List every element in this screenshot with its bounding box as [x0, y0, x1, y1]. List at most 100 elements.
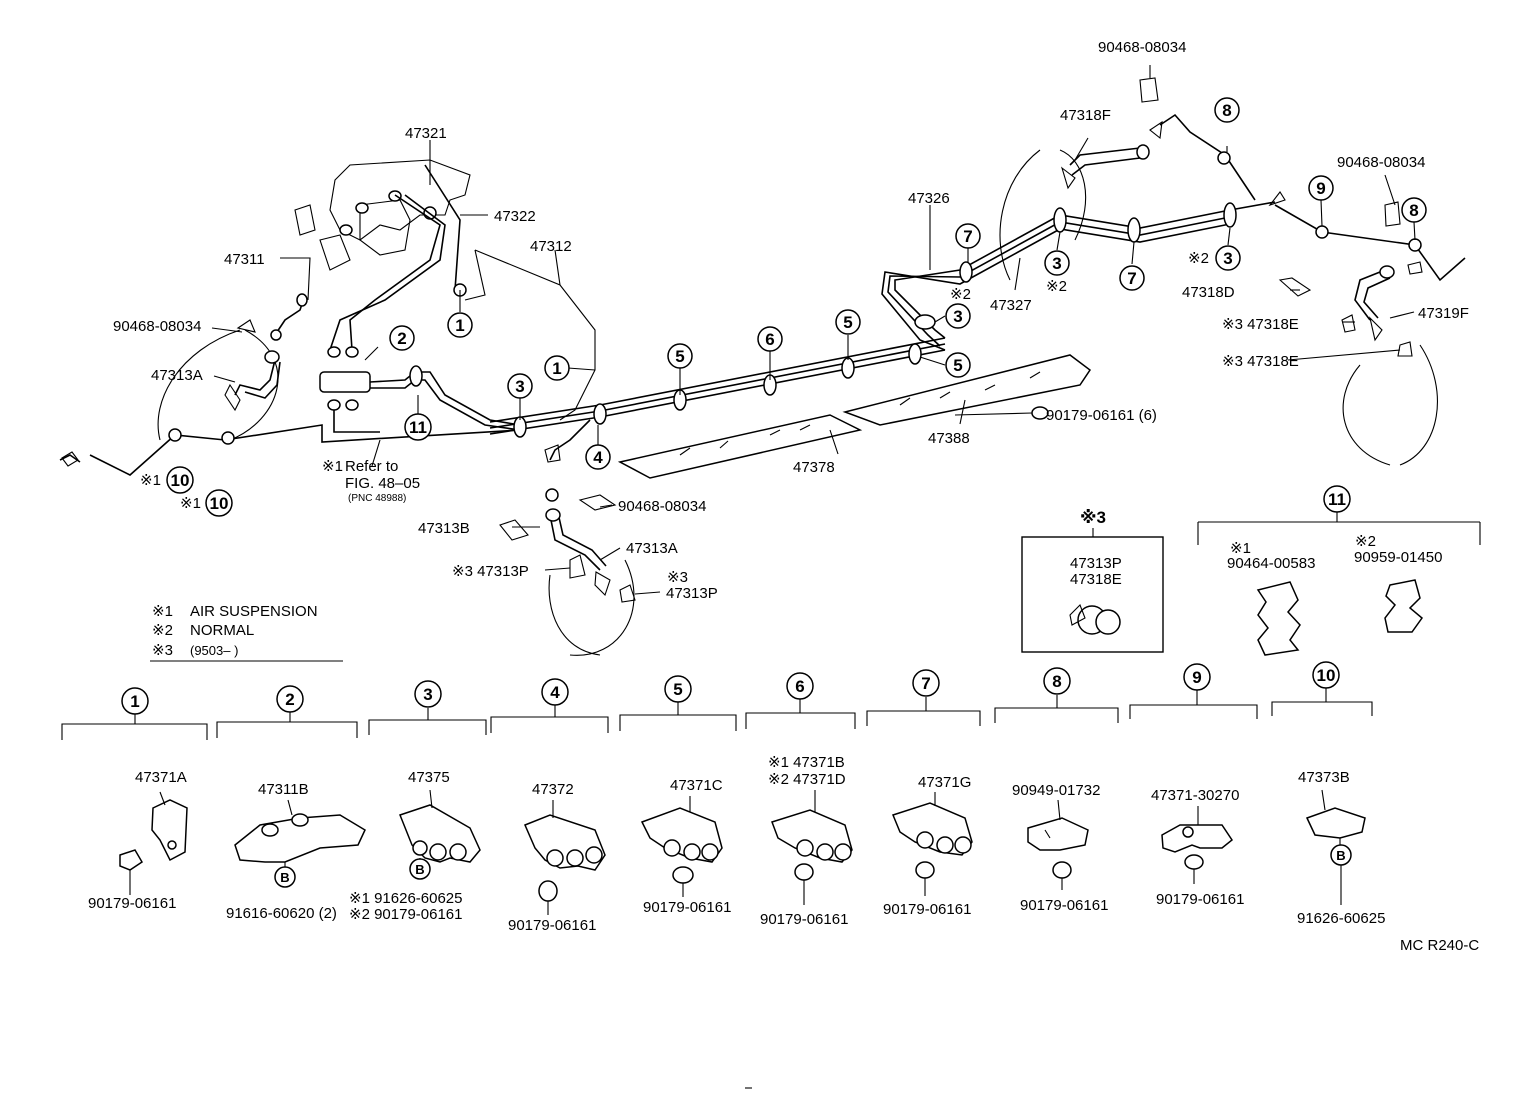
svg-text:3: 3 [515, 377, 524, 396]
ref-marker: 8 [1214, 97, 1240, 123]
group-2-part: 47311B [258, 781, 309, 798]
group-10-bolt-letter: B [1336, 848, 1345, 863]
group-3-bolt-b: ※2 90179-06161 [349, 906, 463, 923]
group-6-part-a: ※1 47371B [768, 754, 845, 771]
legend-text-3: (9503– ) [190, 643, 238, 658]
rear-hose-47313A [544, 419, 636, 656]
ref-marker: 7 [955, 223, 981, 249]
inset11-num: 11 [1328, 490, 1346, 509]
label-90468-b: 90468-08034 [618, 498, 706, 515]
group-4-part: 47372 [532, 781, 574, 798]
group-4: 4 47372 90179-06161 [508, 678, 606, 934]
group-9-part: 47371-30270 [1151, 787, 1239, 804]
group-8-num: 8 [1052, 672, 1061, 691]
ref-marker: 7 [1119, 265, 1145, 291]
label-47388: 47388 [928, 430, 970, 447]
group-10-part: 47373B [1298, 769, 1350, 786]
group-1-bolt: 90179-06161 [88, 895, 176, 912]
group-2: 2 47311B B 91616-60620 (2) [226, 685, 366, 922]
svg-text:1: 1 [552, 359, 561, 378]
label-47319F: 47319F [1418, 305, 1469, 322]
label-47313B: 47313B [418, 520, 470, 537]
ref-marker: 3 [507, 373, 533, 399]
group-10-bolt: 91626-60625 [1297, 910, 1385, 927]
group-5-part: 47371C [670, 777, 723, 794]
leader-lines [211, 65, 1416, 595]
group-6-part-b: ※2 47371D [768, 771, 846, 788]
wheel-outline-right-lower [1342, 344, 1438, 466]
protector-47388 [842, 354, 1092, 426]
label-47313A-a: 47313A [151, 367, 203, 384]
label-47313P-mark: ※3 [667, 569, 688, 586]
label-47326: 47326 [908, 190, 950, 207]
svg-text:3: 3 [953, 307, 962, 326]
group-7-num: 7 [921, 674, 930, 693]
rear-left-line [1274, 204, 1466, 282]
label-47313A-b: 47313A [626, 540, 678, 557]
svg-text:3: 3 [1052, 254, 1061, 273]
label-47318E-a: ※3 47318E [1222, 316, 1299, 333]
ref-marker: 10 [205, 489, 233, 517]
left-front-line [59, 424, 521, 476]
svg-text:10: 10 [171, 471, 190, 490]
group-3-bolt-letter: B [415, 862, 424, 877]
refer-pnc: (PNC 48988) [348, 493, 406, 504]
group-6-num: 6 [795, 677, 804, 696]
ref-marker: 4 [585, 444, 611, 470]
ref-marker: 3 [1215, 245, 1241, 271]
svg-text:10: 10 [210, 494, 229, 513]
label-47378: 47378 [793, 459, 835, 476]
label-47313P-b: 47313P [666, 585, 718, 602]
svg-text:9: 9 [1316, 179, 1325, 198]
svg-text:5: 5 [843, 313, 852, 332]
svg-text:5: 5 [953, 356, 962, 375]
protector-47378 [617, 414, 863, 479]
svg-text:1: 1 [455, 316, 464, 335]
label-mark1-b: ※1 [180, 495, 201, 512]
svg-text:8: 8 [1409, 201, 1418, 220]
label-47318E-b: ※3 47318E [1222, 353, 1299, 370]
legend-mark-1: ※1 [152, 603, 173, 620]
svg-text:7: 7 [963, 227, 972, 246]
ref-marker: 2 [389, 325, 415, 351]
group-4-bolt: 90179-06161 [508, 917, 596, 934]
label-47311: 47311 [224, 251, 265, 268]
inset3-title: ※3 [1080, 508, 1106, 527]
label-90468-d: 90468-08034 [1337, 154, 1425, 171]
hose-47318F [1060, 144, 1150, 190]
ref-marker: 1 [447, 312, 473, 338]
group-1-num: 1 [130, 692, 139, 711]
svg-text:3: 3 [1223, 249, 1232, 268]
reference-number-markers: 1 2 1 3 4 11 10 10 5 6 5 5 3 7 3 7 3 8 9… [166, 97, 1427, 517]
group-4-num: 4 [550, 683, 560, 702]
svg-text:7: 7 [1127, 269, 1136, 288]
group-2-num: 2 [285, 690, 294, 709]
refer-line1: Refer to [345, 458, 398, 475]
group-9-num: 9 [1192, 668, 1201, 687]
group-3: 3 47375 B ※1 91626-60625 ※2 90179-06161 [349, 680, 481, 923]
label-47322: 47322 [494, 208, 536, 225]
ref-marker: 1 [544, 355, 570, 381]
wheel-outline-left [157, 329, 279, 441]
group-9: 9 47371-30270 90179-06161 [1151, 663, 1244, 908]
legend: ※1 AIR SUSPENSION ※2 NORMAL ※3 (9503– ) [150, 603, 343, 662]
inset11-left-mark: ※1 [1230, 540, 1251, 557]
group-8-part: 90949-01732 [1012, 782, 1100, 799]
rear-right-line [1159, 113, 1256, 201]
legend-mark-3: ※3 [152, 642, 173, 659]
master-cylinder-assembly [270, 159, 471, 351]
label-mark2-c: ※2 [1188, 250, 1209, 267]
group-10-num: 10 [1317, 666, 1336, 685]
group-3-num: 3 [423, 685, 432, 704]
legend-text-1: AIR SUSPENSION [190, 603, 318, 620]
ref-marker: 5 [667, 343, 693, 369]
refer-mark: ※1 [322, 458, 343, 475]
group-6: 6 ※1 47371B ※2 47371D 90179-06161 [760, 672, 853, 928]
ref-marker: 5 [945, 352, 971, 378]
callout-labels: 4 7 3 2 1 47322 47311 4 7 3 1 2 90468-08034 4731… [113, 39, 1479, 954]
group-5-bolt: 90179-06161 [643, 899, 731, 916]
svg-text:6: 6 [765, 330, 774, 349]
group-8: 8 90949-01732 90179-06161 [1012, 667, 1108, 914]
svg-text:4: 4 [593, 448, 603, 467]
